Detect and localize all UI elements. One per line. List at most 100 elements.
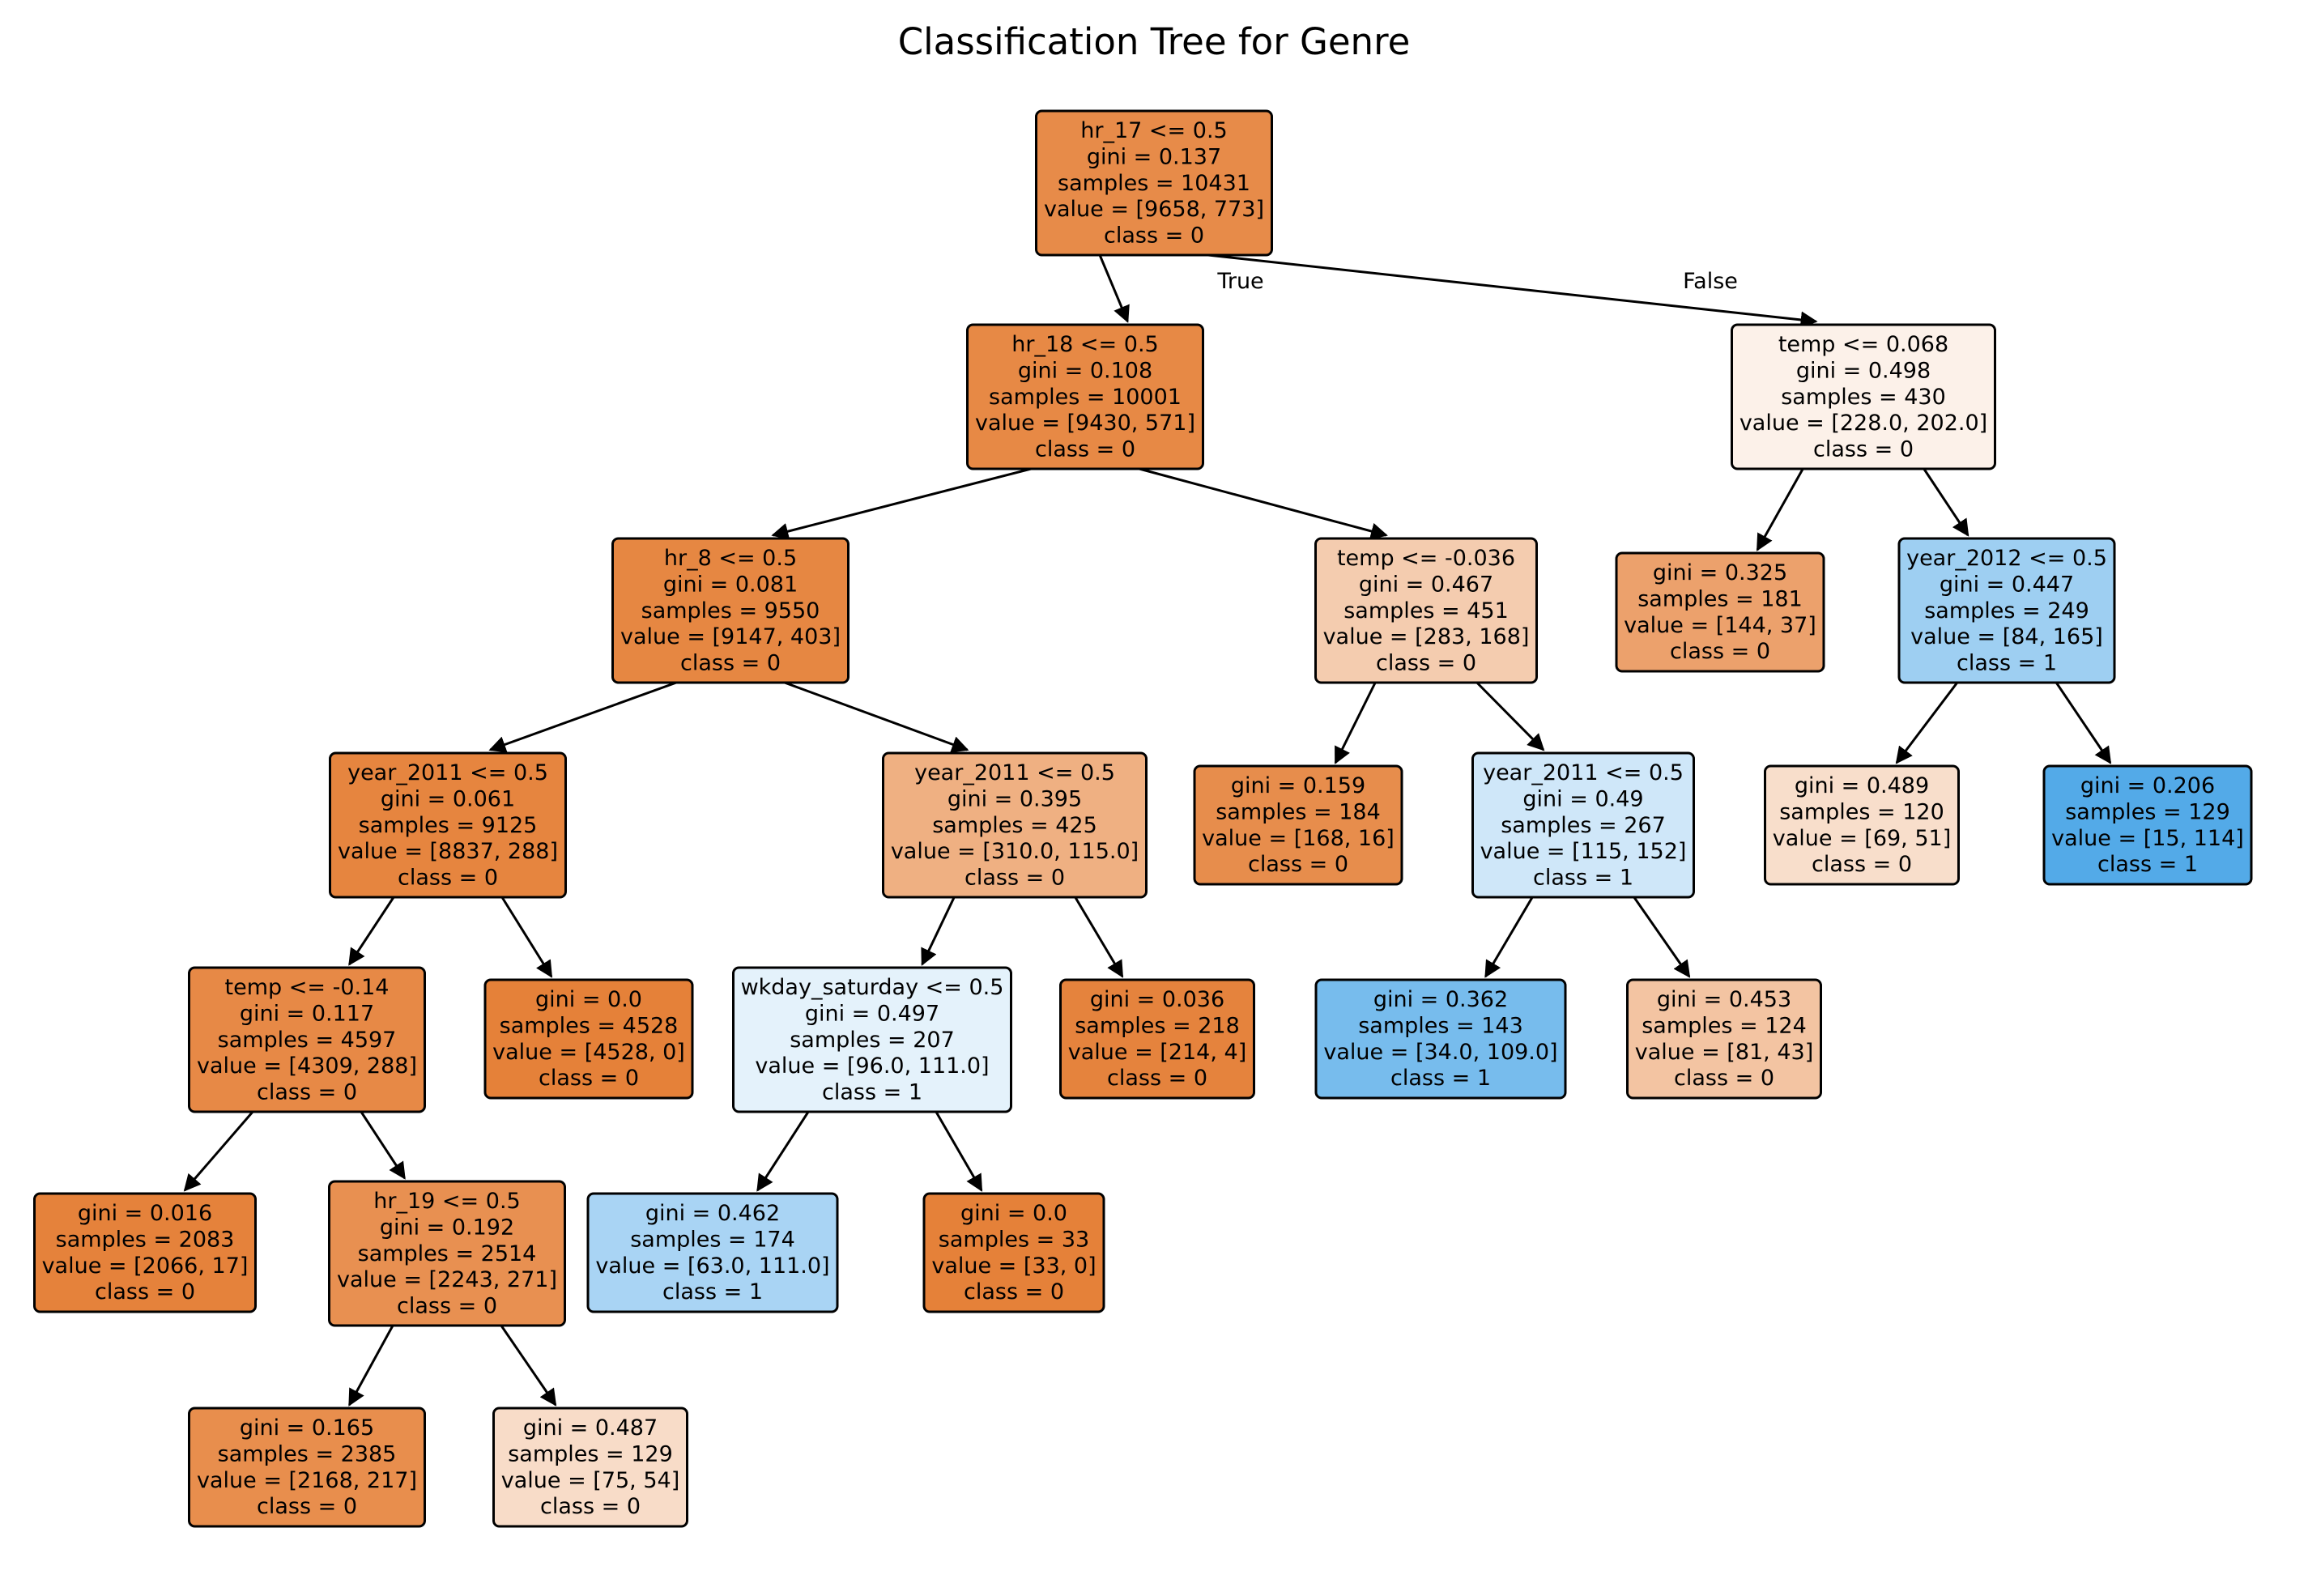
tree-node-box [1314,537,1538,684]
tree-node-line: gini = 0.159 [1231,773,1365,798]
tree-node-line: value = [310.0, 115.0] [891,839,1139,864]
tree-node-line: class = 1 [1957,650,2057,675]
tree-node-line: samples = 143 [1358,1013,1523,1038]
tree-edge-n17-n19 [1633,896,1691,978]
tree-node-line: samples = 207 [790,1028,955,1053]
tree-node-line: class = 0 [1035,436,1135,462]
tree-node-line: value = [9147, 403] [620,624,841,649]
tree-node-line: gini = 0.117 [240,1001,374,1026]
tree-node-line: gini = 0.447 [1940,572,2074,597]
tree-edge-n0-n1 [1098,254,1130,323]
tree-edge-n3-n4 [348,896,395,966]
tree-node-line: class = 0 [257,1079,357,1104]
tree-node-line: gini = 0.497 [805,1001,939,1026]
tree-node-box [1471,751,1695,899]
tree-node-line: class = 0 [1670,639,1770,664]
edge-labels-layer: True False [1216,269,1738,294]
tree-node-line: value = [9430, 571] [975,411,1195,436]
tree-node-line: value = [15, 114] [2051,826,2244,851]
tree-node-line: temp <= -0.14 [225,975,390,1000]
tree-node-line: gini = 0.0 [960,1201,1067,1226]
tree-node-box [2042,764,2253,886]
tree-node-line: hr_18 <= 0.5 [1011,332,1158,357]
tree-node-box [329,751,567,899]
tree-edge-n10-n11 [921,896,956,966]
tree-node-line: samples = 425 [932,813,1097,838]
tree-node-line: year_2011 <= 0.5 [914,760,1115,785]
tree-node-line: class = 0 [680,650,781,675]
tree-node-line: gini = 0.206 [2080,773,2215,798]
tree-edge-n11-n13 [935,1111,983,1192]
tree-node-line: class = 0 [1248,852,1348,877]
tree-node-line: year_2011 <= 0.5 [347,760,548,785]
tree-node-box [1615,551,1825,673]
tree-edge-n2-n3 [488,681,677,753]
tree-node-line: value = [4309, 288] [197,1053,417,1079]
tree-node-line: hr_17 <= 0.5 [1080,118,1227,143]
tree-edge-n15-n16 [1334,682,1377,764]
tree-node-line: class = 0 [539,1066,639,1091]
tree-node-line: class = 0 [1813,436,1914,462]
tree-node-line: samples = 218 [1075,1013,1240,1038]
tree-node-line: samples = 2385 [218,1441,397,1466]
tree-node-line: class = 0 [1674,1066,1774,1091]
tree-node-box [483,978,694,1100]
tree-node-line: class = 0 [398,865,498,890]
tree-node-line: hr_19 <= 0.5 [373,1189,520,1214]
tree-edge-n15-n17 [1476,681,1545,751]
tree-node-line: wkday_saturday <= 0.5 [741,975,1004,1000]
tree-node-box [1731,323,1996,470]
tree-node-line: gini = 0.395 [947,786,1082,811]
tree-edge-n17-n18 [1484,896,1534,978]
tree-node-line: samples = 4597 [218,1028,397,1053]
tree-node-box [33,1192,257,1313]
tree-node-box [492,1407,688,1528]
tree-node-line: gini = 0.489 [1795,773,1929,798]
tree-node-line: samples = 4528 [500,1013,679,1038]
tree-node-line: value = [2243, 271] [337,1267,557,1292]
tree-node-line: value = [69, 51] [1773,826,1951,851]
tree-node-line: gini = 0.016 [78,1201,212,1226]
tree-node-box [922,1192,1105,1313]
tree-node-box [586,1192,839,1313]
tree-node-line: samples = 129 [508,1441,673,1466]
tree-node-line: class = 1 [822,1079,922,1104]
tree-node-line: samples = 267 [1501,813,1666,838]
tree-edge-n3-n9 [500,896,553,978]
tree-edge-n20-n22 [1923,468,1969,537]
tree-node-box [1764,764,1960,886]
tree-node-line: class = 0 [1104,223,1204,248]
edge-label-true: True [1216,269,1263,294]
tree-node-box [1193,764,1403,886]
tree-node-line: value = [214, 4] [1068,1040,1246,1065]
tree-node-line: samples = 33 [939,1227,1089,1252]
tree-node-line: samples = 184 [1216,799,1381,824]
tree-node-line: class = 0 [257,1494,357,1519]
tree-edge-n1-n2 [771,467,1032,540]
tree-node-line: temp <= 0.068 [1778,332,1948,357]
tree-node-line: value = [34.0, 109.0] [1323,1040,1557,1065]
tree-node-line: hr_8 <= 0.5 [664,546,797,571]
tree-node-line: value = [96.0, 111.0] [755,1053,989,1079]
tree-node-box [732,966,1012,1113]
tree-node-line: class = 0 [1376,650,1476,675]
tree-node-line: samples = 9550 [641,598,820,624]
tree-node-line: samples = 430 [1781,385,1946,410]
tree-node-line: samples = 174 [630,1227,795,1252]
tree-node-line: value = [115, 152] [1480,839,1687,864]
tree-node-line: value = [2066, 17] [42,1253,249,1279]
tree-edge-n2-n10 [784,681,969,753]
tree-node-line: class = 0 [965,865,1065,890]
tree-node-line: gini = 0.192 [380,1215,514,1240]
